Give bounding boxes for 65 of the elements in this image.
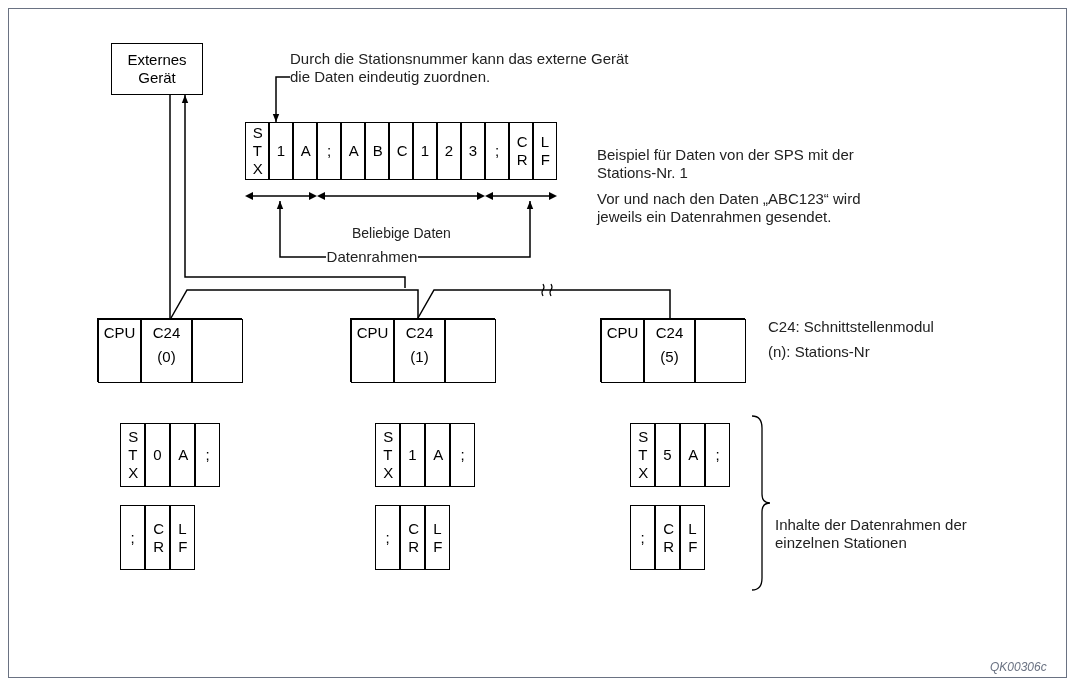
frame-cell: ; [120, 505, 145, 570]
frame-cell: CR [509, 122, 533, 180]
cable-line [417, 289, 671, 319]
frame-cell: ; [485, 122, 509, 180]
frame-cell: STX [630, 423, 655, 487]
frame-cell: 1 [269, 122, 293, 180]
annotation-text: Beliebige Daten [352, 224, 451, 242]
frame-cell: LF [425, 505, 450, 570]
frame-cell: LF [680, 505, 705, 570]
module-slot: CPU [98, 319, 141, 383]
frame-cell: CR [655, 505, 680, 570]
frame-cell: LF [170, 505, 195, 570]
module-slot: C24 (1) [394, 319, 445, 383]
empty-slot [445, 319, 496, 383]
cable-line [170, 289, 419, 319]
frame-cell: ; [195, 423, 220, 487]
leader-line [417, 200, 534, 258]
leader-line [276, 200, 327, 258]
module-slot: CPU [601, 319, 644, 383]
annotation-text: Beispiel für Daten von der SPS mit der Stations-Nr. 1 [597, 146, 855, 182]
frame-cell: ; [375, 505, 400, 570]
frame-cell: CR [145, 505, 170, 570]
frame-cell: STX [120, 423, 145, 487]
frame-cell: ; [317, 122, 341, 180]
annotation-text: Durch die Stationsnummer kann das externe Gerät die Daten eindeutig zuordnen. [290, 50, 635, 90]
module-slot: CPU [351, 319, 394, 383]
frame-cell: STX [375, 423, 400, 487]
frame-cell: CR [400, 505, 425, 570]
frame-cell: LF [533, 122, 557, 180]
frame-cell: STX [245, 122, 269, 180]
frame-cell: B [365, 122, 389, 180]
frame-cell: 1 [400, 423, 425, 487]
empty-slot [192, 319, 243, 383]
device-box: Externes Gerät [111, 43, 203, 95]
plc-rack [350, 318, 495, 382]
empty-slot [695, 319, 746, 383]
frame-cell: A [170, 423, 195, 487]
frame-cell: ; [630, 505, 655, 570]
frame-cell: A [293, 122, 317, 180]
figure-code: QK00306c [990, 659, 1047, 676]
frame-cell: 1 [413, 122, 437, 180]
module-slot: C24 (0) [141, 319, 192, 383]
frame-cell: 2 [437, 122, 461, 180]
dimension-arrow [485, 191, 557, 201]
frame-cell: A [341, 122, 365, 180]
leader-line [272, 76, 291, 123]
plc-rack [97, 318, 242, 382]
cable-line [169, 94, 171, 319]
cable-arrow [181, 94, 406, 289]
plc-rack [600, 318, 745, 382]
module-slot: C24 (5) [644, 319, 695, 383]
frame-cell: ; [705, 423, 730, 487]
frame-cell: C [389, 122, 413, 180]
frame-cell: 0 [145, 423, 170, 487]
annotation-text: Datenrahmen [326, 248, 418, 266]
annotation-text: Inhalte der Datenrahmen der einzelnen Stationen [775, 516, 968, 552]
annotation-text: (n): Stations-Nr [768, 343, 870, 361]
frame-cell: A [425, 423, 450, 487]
annotation-text: C24: Schnittstellenmodul [768, 318, 934, 336]
frame-cell: 3 [461, 122, 485, 180]
frame-cell: A [680, 423, 705, 487]
frame-cell: ; [450, 423, 475, 487]
annotation-text: Vor und nach den Daten „ABC123“ wird jeweils ein Datenrahmen gesendet. [597, 190, 862, 226]
frame-cell: 5 [655, 423, 680, 487]
dimension-arrow [245, 191, 317, 201]
